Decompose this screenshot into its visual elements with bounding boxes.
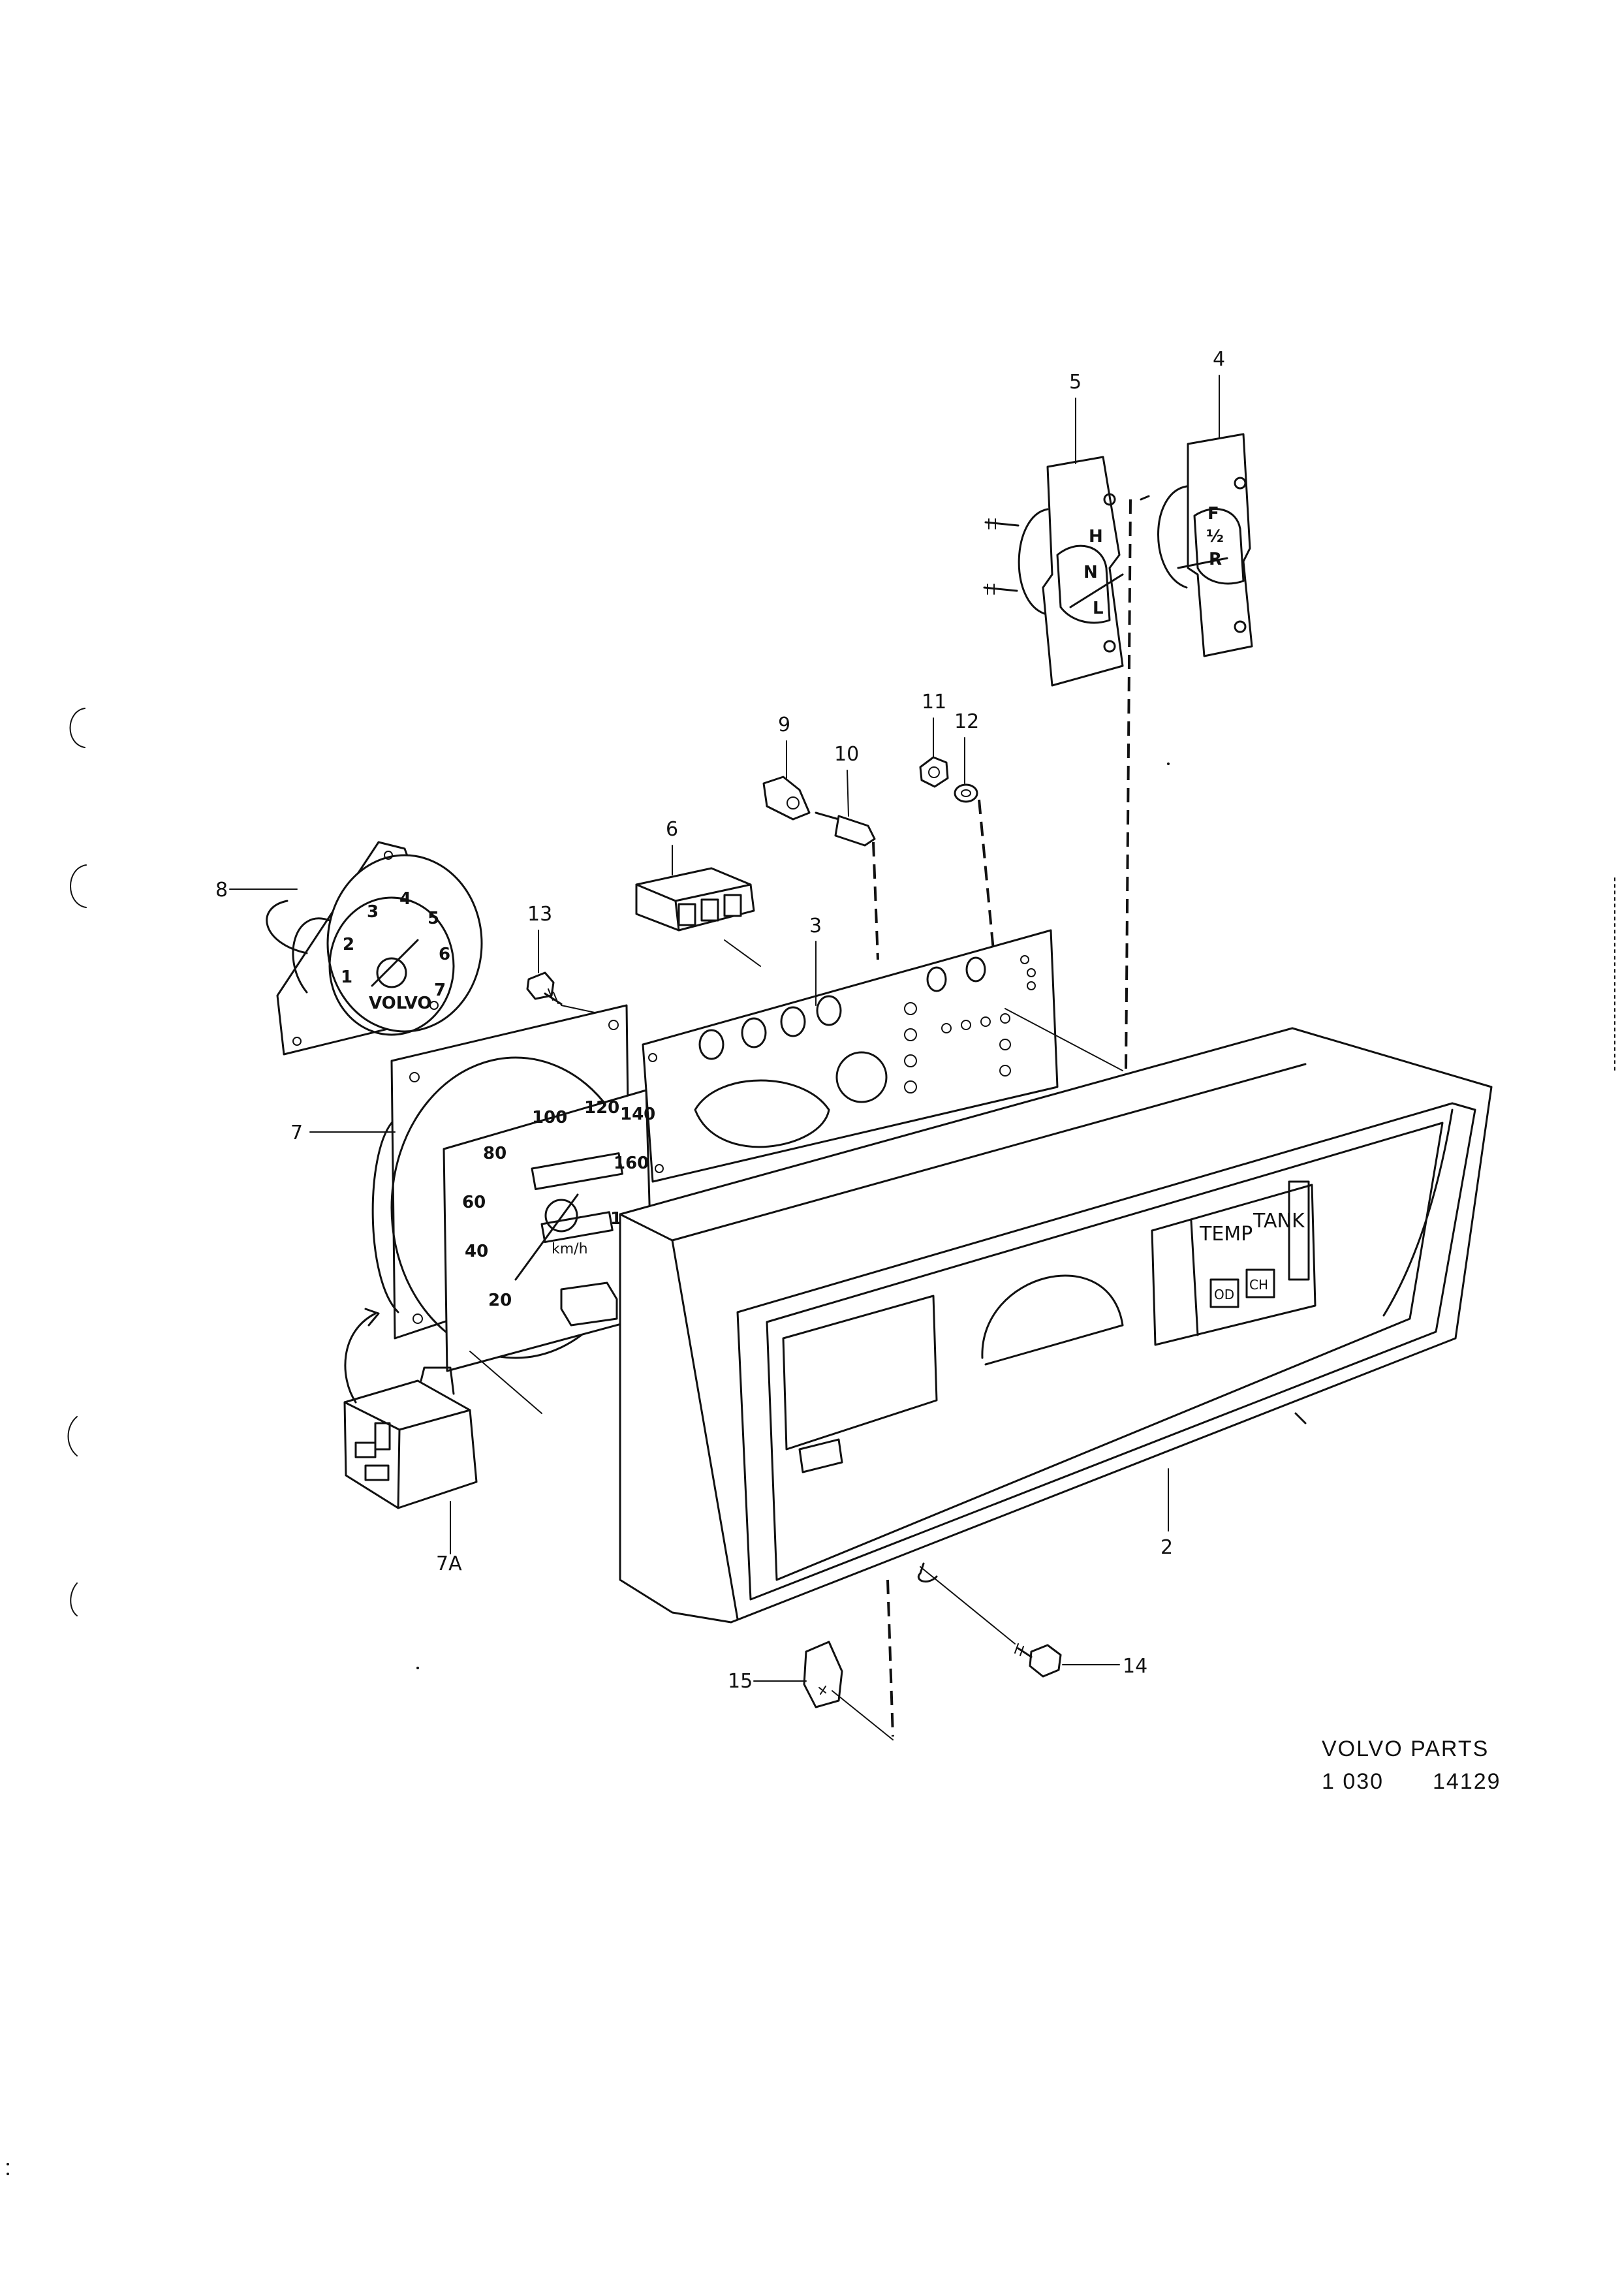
temp-mark-h: H [1089,527,1103,546]
footer-code-right: 14129 [1433,1769,1501,1794]
tach-tick-3: 3 [367,902,379,922]
temperature-gauge: H N L [983,456,1124,687]
fuel-mark-r: R [1209,550,1222,569]
callout-11: 11 [922,691,946,714]
scan-marks [7,763,1170,2175]
screw-14 [920,1566,1062,1678]
speedo-tick-80: 80 [483,1144,506,1163]
tach-tick-4: 4 [399,889,411,909]
housing-tank-label: TANK [1253,1210,1305,1233]
callout-10: 10 [834,743,859,766]
instrument-housing: TEMP TANK OD CH [619,1027,1493,1624]
tach-tick-7: 7 [434,981,446,1000]
tach-tick-6: 6 [439,945,450,964]
speedo-unit: km/h [552,1241,588,1257]
fuel-mark-half: ½ [1206,527,1224,546]
callout-8: 8 [215,879,228,902]
speedo-tick-140: 140 [620,1105,655,1124]
callout-14: 14 [1123,1655,1147,1678]
tach-tick-5: 5 [428,909,439,928]
temp-mark-l: L [1093,599,1104,618]
tach-brand: VOLVO [369,994,432,1013]
speedo-tick-40: 40 [465,1242,488,1261]
circuit-connector [635,867,755,932]
footer-code-left: 1 030 [1322,1769,1384,1794]
nut [919,756,949,788]
speedo-tick-20: 20 [488,1291,512,1310]
bulb [815,811,876,847]
housing-ch-label: CH [1249,1277,1268,1293]
screw-13 [526,971,563,1005]
bulb-holder [762,776,811,821]
callout-7a: 7A [436,1552,462,1575]
housing-od-label: OD [1214,1287,1234,1302]
housing-temp-label: TEMP [1199,1223,1253,1246]
speedometer: 20 40 60 80 100 120 140 160 180 km/h [371,1004,655,1372]
fuel-gauge: F ½ R [1140,433,1253,657]
tach-tick-2: 2 [343,935,354,954]
clock-tachometer: 1 2 3 4 5 6 7 VOLVO [266,841,483,1056]
footer-brand: VOLVO PARTS [1322,1737,1489,1761]
temp-mark-n: N [1083,563,1098,582]
speedo-tick-120: 120 [584,1098,619,1118]
washer [954,783,978,803]
lamp-clip [803,1641,894,1740]
speedo-tick-100: 100 [532,1108,567,1127]
callout-13: 13 [527,903,552,926]
callout-7: 7 [290,1122,303,1144]
printed-circuit-board [642,929,1059,1183]
callout-9: 9 [778,714,790,736]
callout-5: 5 [1069,371,1082,394]
callout-6: 6 [666,818,678,841]
callout-15: 15 [728,1670,753,1693]
callout-4: 4 [1213,348,1225,371]
callout-3: 3 [809,915,822,937]
binder-hole-marks [67,708,1615,1616]
relay [343,1308,478,1509]
callout-2: 2 [1160,1536,1173,1559]
speedo-tick-60: 60 [462,1193,486,1212]
fuel-mark-f: F [1207,504,1219,524]
tach-tick-1: 1 [341,967,352,987]
callout-12: 12 [954,710,979,733]
